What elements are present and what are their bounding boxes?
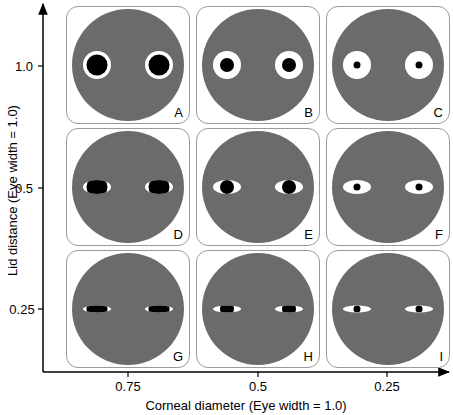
cornea <box>282 302 296 316</box>
eye-panel: E <box>196 128 320 246</box>
eye-white <box>275 51 303 79</box>
panel-letter: B <box>304 106 313 119</box>
eye-white <box>213 51 241 79</box>
tick-label: 0.25 <box>9 303 34 316</box>
panel-letter: G <box>173 350 183 363</box>
face-illustration <box>197 7 320 124</box>
face <box>202 131 314 243</box>
eye-white <box>405 51 433 79</box>
face-illustration <box>327 251 450 368</box>
cornea <box>149 177 170 198</box>
cornea <box>87 55 108 76</box>
cornea <box>354 184 361 191</box>
face <box>72 9 184 121</box>
cornea <box>220 180 234 194</box>
face <box>332 131 444 243</box>
panel-letter: A <box>174 106 183 119</box>
cornea <box>354 62 361 69</box>
eye-white <box>145 51 173 79</box>
panel-letter: H <box>304 350 313 363</box>
x-axis <box>43 371 449 373</box>
eye-panel: I <box>326 250 450 368</box>
eye-panel: C <box>326 6 450 124</box>
cornea <box>416 62 423 69</box>
face <box>72 253 184 365</box>
eye-white <box>83 51 111 79</box>
face <box>202 9 314 121</box>
cornea <box>149 299 170 320</box>
eye-white <box>343 51 371 79</box>
eye-panel: A <box>66 6 190 124</box>
face-illustration <box>197 129 320 246</box>
face-illustration <box>327 129 450 246</box>
eye-panel: H <box>196 250 320 368</box>
face-illustration <box>327 7 450 124</box>
cornea <box>354 306 361 313</box>
panel-letter: I <box>439 350 443 363</box>
panel-letter: F <box>435 228 443 241</box>
eye-white <box>343 306 371 313</box>
panel-letter: D <box>174 228 183 241</box>
cornea <box>416 306 423 313</box>
tick-label: 0.25 <box>374 380 399 393</box>
cornea <box>416 184 423 191</box>
eye-white <box>275 180 303 194</box>
cornea <box>220 302 234 316</box>
cornea <box>87 177 108 198</box>
face <box>332 9 444 121</box>
cornea <box>149 55 170 76</box>
tick-label: 1.0 <box>15 60 33 73</box>
face <box>202 253 314 365</box>
cornea <box>282 180 296 194</box>
face-illustration <box>197 251 320 368</box>
eye-panel: D <box>66 128 190 246</box>
axis-title: Corneal diameter (Eye width = 1.0) <box>145 399 346 412</box>
eye-white <box>405 306 433 313</box>
eye-white <box>405 180 433 194</box>
panel-letter: C <box>434 106 443 119</box>
face-illustration <box>67 251 190 368</box>
cornea <box>220 58 234 72</box>
eye-white <box>343 180 371 194</box>
eye-panel: G <box>66 250 190 368</box>
eye-white <box>213 180 241 194</box>
axis-title: Lid distance (Eye width = 1.0) <box>6 105 19 276</box>
face-illustration <box>67 7 190 124</box>
panel-letter: E <box>304 228 313 241</box>
tick-label: 0.75 <box>115 380 140 393</box>
eye-panel: F <box>326 128 450 246</box>
cornea <box>282 58 296 72</box>
cornea <box>87 299 108 320</box>
tick-label: 0.5 <box>249 380 267 393</box>
face <box>332 253 444 365</box>
face-illustration <box>67 129 190 246</box>
face <box>72 131 184 243</box>
eye-panel: B <box>196 6 320 124</box>
